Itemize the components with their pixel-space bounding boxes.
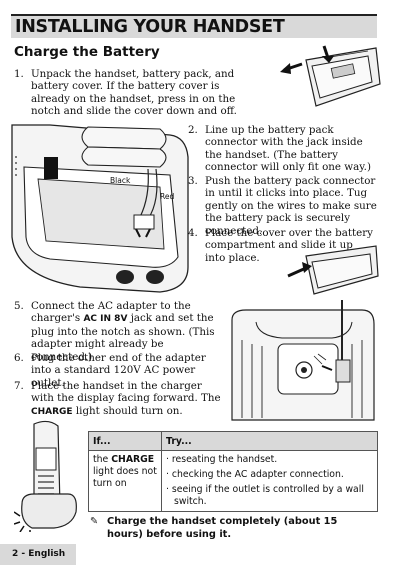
charge-label: CHARGE — [31, 406, 73, 417]
pencil-icon: ✎ — [90, 516, 99, 527]
wire-label-black: Black — [110, 176, 131, 185]
remedy-item: · seeing if the outlet is controlled by … — [166, 484, 364, 507]
step-number: 7. — [14, 380, 24, 392]
step-text-post: light should turn on. — [72, 404, 183, 417]
page-banner: INSTALLING YOUR HANDSET — [11, 14, 377, 38]
step-number: 3. — [188, 175, 198, 187]
step-number: 5. — [14, 300, 24, 312]
wire-label-red: Red — [160, 192, 175, 201]
step-text: Plug the other end of the adapter into a… — [31, 352, 206, 389]
condition-bold: CHARGE — [111, 454, 155, 465]
page-footer: 2 - English — [0, 544, 76, 565]
table-row: the CHARGE light does not turn on · rese… — [88, 450, 378, 512]
charger-adapter-illustration — [231, 300, 375, 421]
step-text: Place the cover over the battery compart… — [205, 227, 373, 264]
step-text: Unpack the handset, battery pack, and ba… — [31, 68, 237, 118]
note-text: Charge the handset completely (about 15 … — [107, 516, 338, 540]
header-try: Try... — [161, 431, 378, 451]
charge-note: ✎ Charge the handset completely (about 1… — [90, 515, 370, 541]
remedy-item: · reseating the handset. — [166, 454, 278, 465]
step-4: 4. Place the cover over the battery comp… — [188, 227, 375, 264]
step-2: 2. Line up the battery pack connector wi… — [188, 124, 380, 174]
condition-cell: the CHARGE light does not turn on — [88, 450, 162, 512]
jack-label: AC IN 8V — [83, 314, 128, 325]
step-text: Push the battery pack connector in until… — [205, 175, 377, 237]
step-1: 1. Unpack the handset, battery pack, and… — [14, 68, 261, 118]
step-text-pre: Place the handset in the charger with th… — [31, 380, 221, 405]
step-text-pre: Connect the AC adapter to the charger's — [31, 300, 191, 325]
step-text-post: jack and set the plug into the notch as … — [31, 312, 215, 363]
step-7: 7. Place the handset in the charger with… — [14, 380, 221, 418]
condition-pre: the — [93, 454, 112, 465]
step-6: 6. Plug the other end of the adapter int… — [14, 352, 221, 389]
step-number: 6. — [14, 352, 24, 364]
condition-post: light does not turn on — [93, 466, 157, 489]
step-text: Line up the battery pack connector with … — [205, 124, 371, 174]
remedy-item: · checking the AC adapter connection. — [166, 469, 344, 480]
step-number: 4. — [188, 227, 198, 239]
handset-in-charger-illustration — [14, 420, 77, 532]
step-5: 5. Connect the AC adapter to the charger… — [14, 300, 221, 363]
table-header-row: If... Try... — [88, 431, 378, 451]
step-number: 1. — [14, 68, 24, 80]
cover-removal-illustration — [280, 45, 381, 107]
battery-connection-illustration — [11, 124, 189, 293]
page-title: INSTALLING YOUR HANDSET — [15, 17, 285, 37]
cover-install-illustration — [287, 245, 379, 295]
step-3: 3. Push the battery pack connector in un… — [188, 175, 380, 237]
remedy-cell: · reseating the handset. · checking the … — [161, 450, 378, 512]
step-number: 2. — [188, 124, 198, 136]
troubleshooting-table: If... Try... the CHARGE light does not t… — [88, 431, 378, 512]
header-if: If... — [88, 431, 162, 451]
section-title: Charge the Battery — [14, 44, 160, 60]
